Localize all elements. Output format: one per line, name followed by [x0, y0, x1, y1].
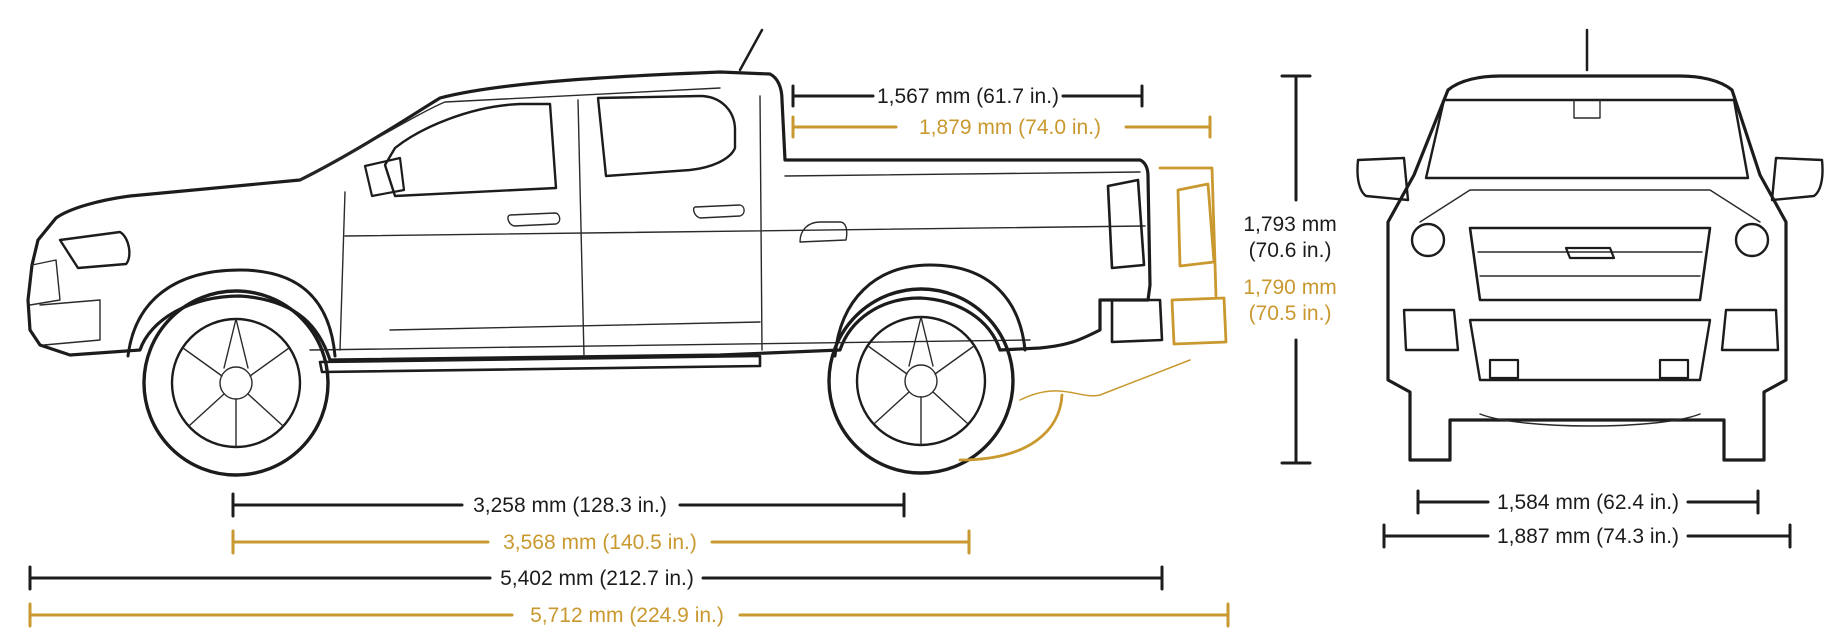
long-bed-outline [958, 166, 1228, 462]
dimension-wheelbase-short: 3,258 mm (128.3 in.) [231, 492, 906, 518]
dimension-bed-length-short: 1,567 mm (61.7 in.) [791, 84, 1144, 108]
rear-wheel [827, 287, 1015, 475]
truck-front-view [1356, 28, 1824, 462]
label-bed-length-long: 1,879 mm (74.0 in.) [919, 116, 1101, 139]
dimension-length-short: 5,402 mm (212.7 in.) [28, 565, 1164, 591]
label-wheelbase-short: 3,258 mm (128.3 in.) [473, 494, 667, 517]
dimension-overall-width: 1,887 mm (74.3 in.) [1382, 523, 1792, 549]
label-height-std-mm: 1,793 mm [1243, 213, 1336, 236]
label-wheelbase-long: 3,568 mm (140.5 in.) [503, 531, 697, 554]
dimension-height: 1,793 mm (70.6 in.) 1,790 mm (70.5 in.) [1243, 74, 1337, 465]
label-track-width: 1,584 mm (62.4 in.) [1497, 491, 1679, 514]
dimension-track-width: 1,584 mm (62.4 in.) [1416, 489, 1760, 515]
label-length-short: 5,402 mm (212.7 in.) [500, 567, 694, 590]
label-height-alt-mm: 1,790 mm [1243, 276, 1336, 299]
truck-side-view [26, 28, 1228, 477]
label-overall-width: 1,887 mm (74.3 in.) [1497, 525, 1679, 548]
label-height-alt-in: (70.5 in.) [1249, 302, 1332, 325]
front-wheel [142, 289, 330, 477]
dimension-bed-length-long: 1,879 mm (74.0 in.) [791, 115, 1212, 139]
dimension-length-long: 5,712 mm (224.9 in.) [28, 602, 1230, 628]
label-height-std-in: (70.6 in.) [1249, 239, 1332, 262]
label-bed-length-short: 1,567 mm (61.7 in.) [877, 85, 1059, 108]
label-length-long: 5,712 mm (224.9 in.) [530, 604, 724, 627]
dimension-wheelbase-long: 3,568 mm (140.5 in.) [231, 529, 971, 555]
